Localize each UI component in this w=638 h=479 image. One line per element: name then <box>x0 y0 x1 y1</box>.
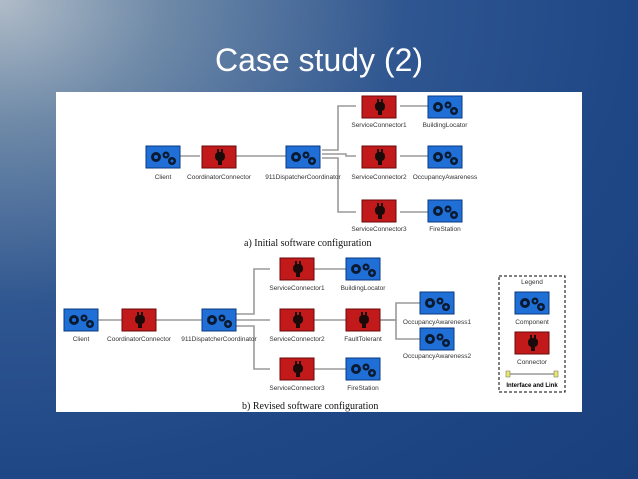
rev-fire-station-component <box>345 357 381 381</box>
architecture-diagram: Client CoordinatorConnector 911Dispatche… <box>63 95 566 412</box>
rev-fire-label: FireStation <box>347 385 379 392</box>
building-locator-component <box>427 95 463 119</box>
coordinator-label: CoordinatorConnector <box>187 174 252 181</box>
sc3-label: ServiceConnector3 <box>351 226 407 233</box>
rev-client-label: Client <box>73 336 90 343</box>
rev-coordinator-label: CoordinatorConnector <box>107 336 172 343</box>
service-connector-1 <box>361 95 397 119</box>
legend-link-swatch <box>505 370 559 378</box>
sc1-label: ServiceConnector1 <box>351 122 407 129</box>
occupancy-awareness-1-component <box>419 291 455 315</box>
dispatcher-label: 911DispatcherCoordinator <box>265 174 341 181</box>
service-connector-2 <box>361 145 397 169</box>
revised-links <box>98 268 420 370</box>
initial-caption: a) Initial software configuration <box>244 238 371 249</box>
dispatcher-component <box>285 145 321 169</box>
fault-label: FaultTolerant <box>344 336 382 343</box>
fire-label: FireStation <box>429 226 461 233</box>
rev-coordinator-connector <box>121 308 157 332</box>
slide-title: Case study (2) <box>214 42 424 78</box>
service-connector-3 <box>361 199 397 223</box>
revised-caption: b) Revised software configuration <box>242 401 378 412</box>
client-component <box>145 145 181 169</box>
occupancy-awareness-2-component <box>419 327 455 351</box>
rev-sc1-label: ServiceConnector1 <box>269 285 325 292</box>
rev-service-connector-1 <box>279 257 315 281</box>
rev-building-label: BuildingLocator <box>341 285 387 292</box>
initial-configuration: Client CoordinatorConnector 911Dispatche… <box>145 95 478 249</box>
architecture-figure: Client CoordinatorConnector 911Dispatche… <box>56 92 582 412</box>
initial-links <box>180 105 428 213</box>
rev-service-connector-3 <box>279 357 315 381</box>
occupancy-label: OccupancyAwareness <box>413 174 478 181</box>
legend-component-swatch <box>514 291 550 315</box>
sc2-label: ServiceConnector2 <box>351 174 407 181</box>
rev-sc2-label: ServiceConnector2 <box>269 336 325 343</box>
occ2-label: OccupancyAwareness2 <box>403 353 472 360</box>
rev-dispatcher-component <box>201 308 237 332</box>
fire-station-component <box>427 199 463 223</box>
legend-connector-label: Connector <box>517 359 548 366</box>
rev-client-component <box>63 308 99 332</box>
legend: Legend Component Connector Interface and… <box>498 275 566 393</box>
revised-configuration: Client CoordinatorConnector 911Dispatche… <box>63 257 472 412</box>
rev-building-locator-component <box>345 257 381 281</box>
rev-service-connector-2 <box>279 308 315 332</box>
building-label: BuildingLocator <box>423 122 469 129</box>
fault-tolerant-connector <box>345 308 381 332</box>
legend-component-label: Component <box>515 319 549 326</box>
occ1-label: OccupancyAwareness1 <box>403 319 472 326</box>
legend-title: Legend <box>521 279 543 286</box>
legend-link-label: Interface and Link <box>506 383 558 389</box>
rev-sc3-label: ServiceConnector3 <box>269 385 325 392</box>
rev-dispatcher-label: 911DispatcherCoordinator <box>181 336 257 343</box>
client-label: Client <box>155 174 172 181</box>
legend-connector-swatch <box>514 331 550 355</box>
occupancy-awareness-component <box>427 145 463 169</box>
coordinator-connector <box>201 145 237 169</box>
